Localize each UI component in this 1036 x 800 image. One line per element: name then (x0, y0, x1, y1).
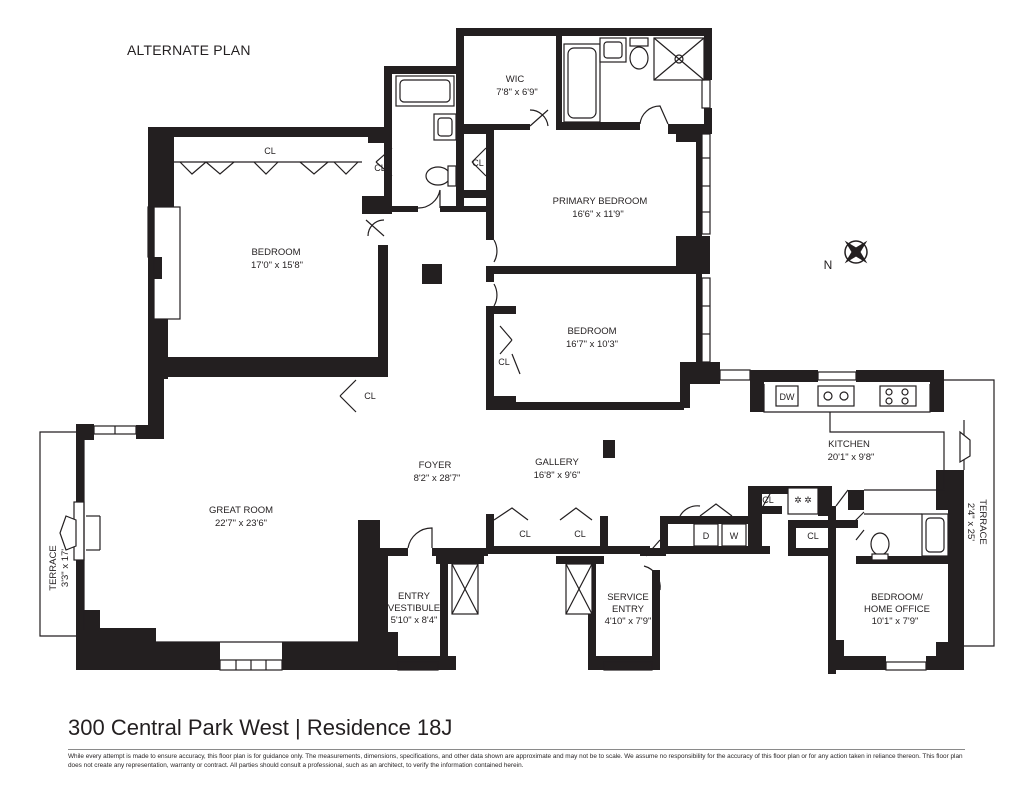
terrace-left-name: TERRACE (48, 545, 59, 590)
service-entry-dims: 4'10" x 7'9" (605, 616, 652, 627)
entry-vestibule-name-2: VESTIBULE (388, 603, 440, 614)
foyer-name: FOYER (419, 460, 452, 471)
closet-label: CL (574, 529, 586, 539)
bedroom-office-name-1: BEDROOM/ (871, 592, 923, 603)
primary-bedroom-dims: 16'6" x 11'9" (572, 209, 623, 220)
svg-text:✲ ✲: ✲ ✲ (794, 495, 812, 505)
entry-vestibule-dims: 5'10" x 8'4" (391, 615, 438, 626)
residence-title: 300 Central Park West | Residence 18J (68, 715, 453, 740)
service-entry-name-2: ENTRY (612, 604, 645, 615)
service-entry-name-1: SERVICE (607, 592, 649, 603)
closet-label: CL (498, 357, 510, 367)
disclaimer-text: While every attempt is made to ensure ac… (68, 753, 963, 769)
terrace-right-name: TERRACE (977, 499, 988, 544)
terrace-left-dims: 3'3" x 17' (60, 549, 71, 587)
closet-label: CL (807, 531, 819, 541)
closet-label: CL (519, 529, 531, 539)
bedroom-office-dims: 10'1" x 7'9" (872, 616, 919, 627)
closet-label: CL (762, 495, 774, 505)
great-room-dims: 22'7" x 23'6" (215, 518, 267, 529)
dishwasher-label: DW (780, 392, 795, 402)
wic-name: WIC (506, 74, 525, 85)
room-labels: WIC 7'8" x 6'9" PRIMARY BEDROOM 16'6" x … (48, 74, 988, 627)
walls (76, 28, 964, 674)
plan-label: ALTERNATE PLAN (127, 42, 251, 58)
compass-icon (844, 240, 868, 264)
bedroom-2-dims: 16'7" x 10'3" (566, 339, 618, 350)
footer-divider (68, 749, 965, 750)
thin-lines: ✲ ✲ (39, 37, 995, 671)
bedroom-office-name-2: HOME OFFICE (864, 604, 930, 615)
dryer-label: D (703, 531, 710, 541)
entry-vestibule-name-1: ENTRY (398, 591, 431, 602)
kitchen-dims: 20'1" x 9'8" (828, 452, 875, 463)
terrace-right-dims: 2'4" x 25' (965, 503, 976, 541)
gallery-name: GALLERY (535, 457, 579, 468)
gallery-dims: 16'8" x 9'6" (534, 470, 581, 481)
foyer-dims: 8'2" x 28'7" (414, 473, 461, 484)
kitchen-name: KITCHEN (828, 439, 870, 450)
closet-label: CL (472, 158, 484, 168)
compass-north-label: N (824, 258, 833, 272)
washer-label: W (730, 531, 739, 541)
bedroom-2-name: BEDROOM (567, 326, 616, 337)
closet-label: CL (264, 146, 276, 156)
primary-bedroom-name: PRIMARY BEDROOM (553, 196, 648, 207)
great-room-name: GREAT ROOM (209, 505, 273, 516)
closet-label: CL (364, 391, 376, 401)
bedroom-1-dims: 17'0" x 15'8" (251, 260, 303, 271)
bedroom-1-name: BEDROOM (251, 247, 300, 258)
closet-label: CL (374, 163, 386, 173)
wic-dims: 7'8" x 6'9" (496, 87, 538, 98)
